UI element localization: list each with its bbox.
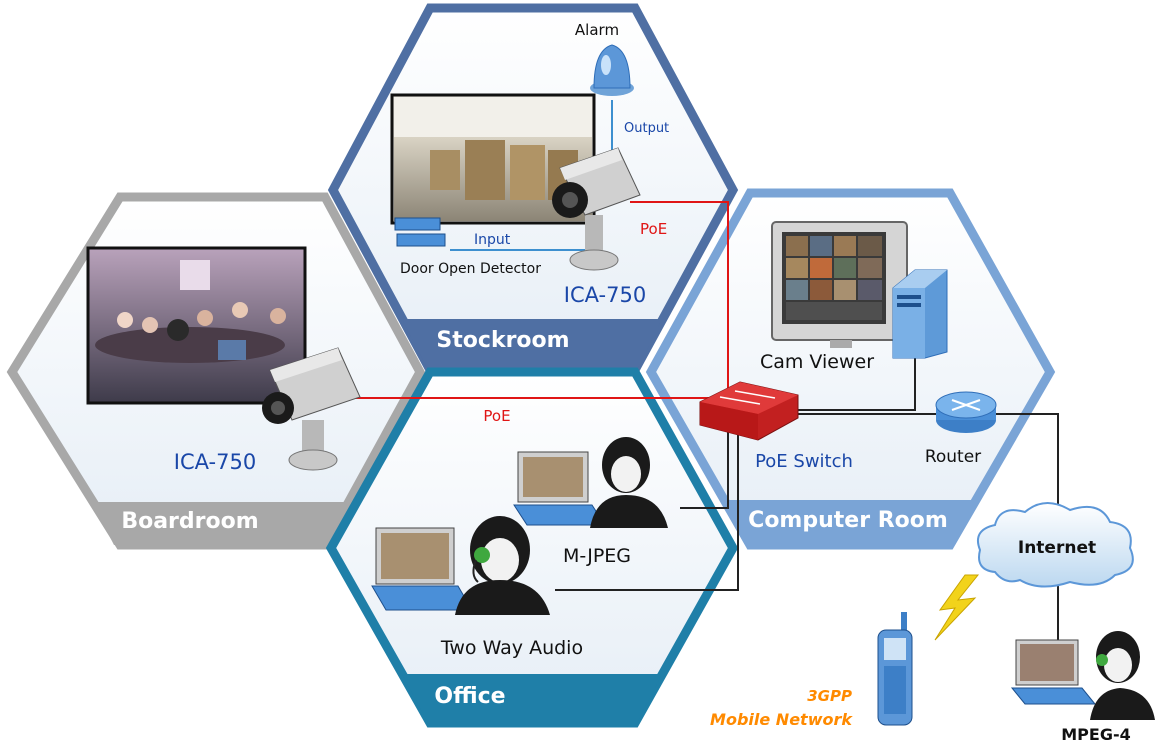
door-detector-icon: [394, 217, 446, 247]
mjpeg-laptop-icon: [513, 451, 606, 526]
door-detector-label: Door Open Detector: [400, 261, 541, 277]
office-title: Office: [434, 684, 505, 709]
two-way-audio-laptop-icon: [371, 527, 473, 611]
internet-label: Internet: [1018, 538, 1096, 558]
input-label: Input: [474, 232, 511, 248]
router-label: Router: [925, 447, 981, 467]
mjpeg-user-icon: [590, 437, 668, 528]
switch-to-viewer-line: [790, 355, 916, 411]
boardroom-camera-label: ICA-750: [174, 450, 256, 474]
boardroom-camera-icon: [262, 347, 361, 471]
stockroom-camera-label: ICA-750: [564, 283, 646, 307]
stockroom-camera-icon: [552, 147, 641, 271]
cam-viewer-label: Cam Viewer: [760, 351, 874, 373]
boardroom-title: Boardroom: [121, 509, 258, 534]
router-to-internet-line: [995, 413, 1059, 540]
computer-room-hex: Computer Room: [645, 188, 1056, 550]
poe-label-mid: PoE: [483, 407, 510, 425]
mpeg4-user-icon: [1090, 631, 1155, 720]
poe-label-top: PoE: [640, 220, 667, 238]
router-icon: [935, 391, 997, 433]
switch-to-audio-line: [555, 432, 739, 591]
3gpp-label: 3GPP: [807, 687, 852, 705]
mobile-phone-icon: [877, 612, 913, 726]
internet-cloud-icon: [976, 502, 1134, 588]
switch-to-mjpeg-line: [680, 430, 729, 509]
poe-switch-icon: [699, 381, 799, 441]
server-tower-icon: [892, 269, 948, 359]
two-way-audio-label: Two Way Audio: [440, 637, 583, 659]
stockroom-title: Stockroom: [436, 328, 569, 353]
alarm-label: Alarm: [575, 21, 619, 39]
poe-line-stockroom: [630, 201, 729, 398]
cam-viewer-monitor-icon: [771, 221, 908, 348]
boardroom-photo: [86, 246, 307, 405]
mobile-network-label: Mobile Network: [710, 710, 853, 729]
lightning-icon: [934, 574, 980, 641]
poe-switch-label: PoE Switch: [755, 451, 853, 472]
mpeg4-laptop-icon: [1010, 639, 1097, 705]
output-label: Output: [624, 121, 669, 136]
mpeg4-label: MPEG-4: [1061, 725, 1130, 744]
alarm-icon: [590, 44, 634, 96]
mjpeg-label: M-JPEG: [563, 545, 631, 567]
two-way-audio-user-icon: [455, 516, 550, 615]
computer-room-title: Computer Room: [748, 508, 948, 533]
